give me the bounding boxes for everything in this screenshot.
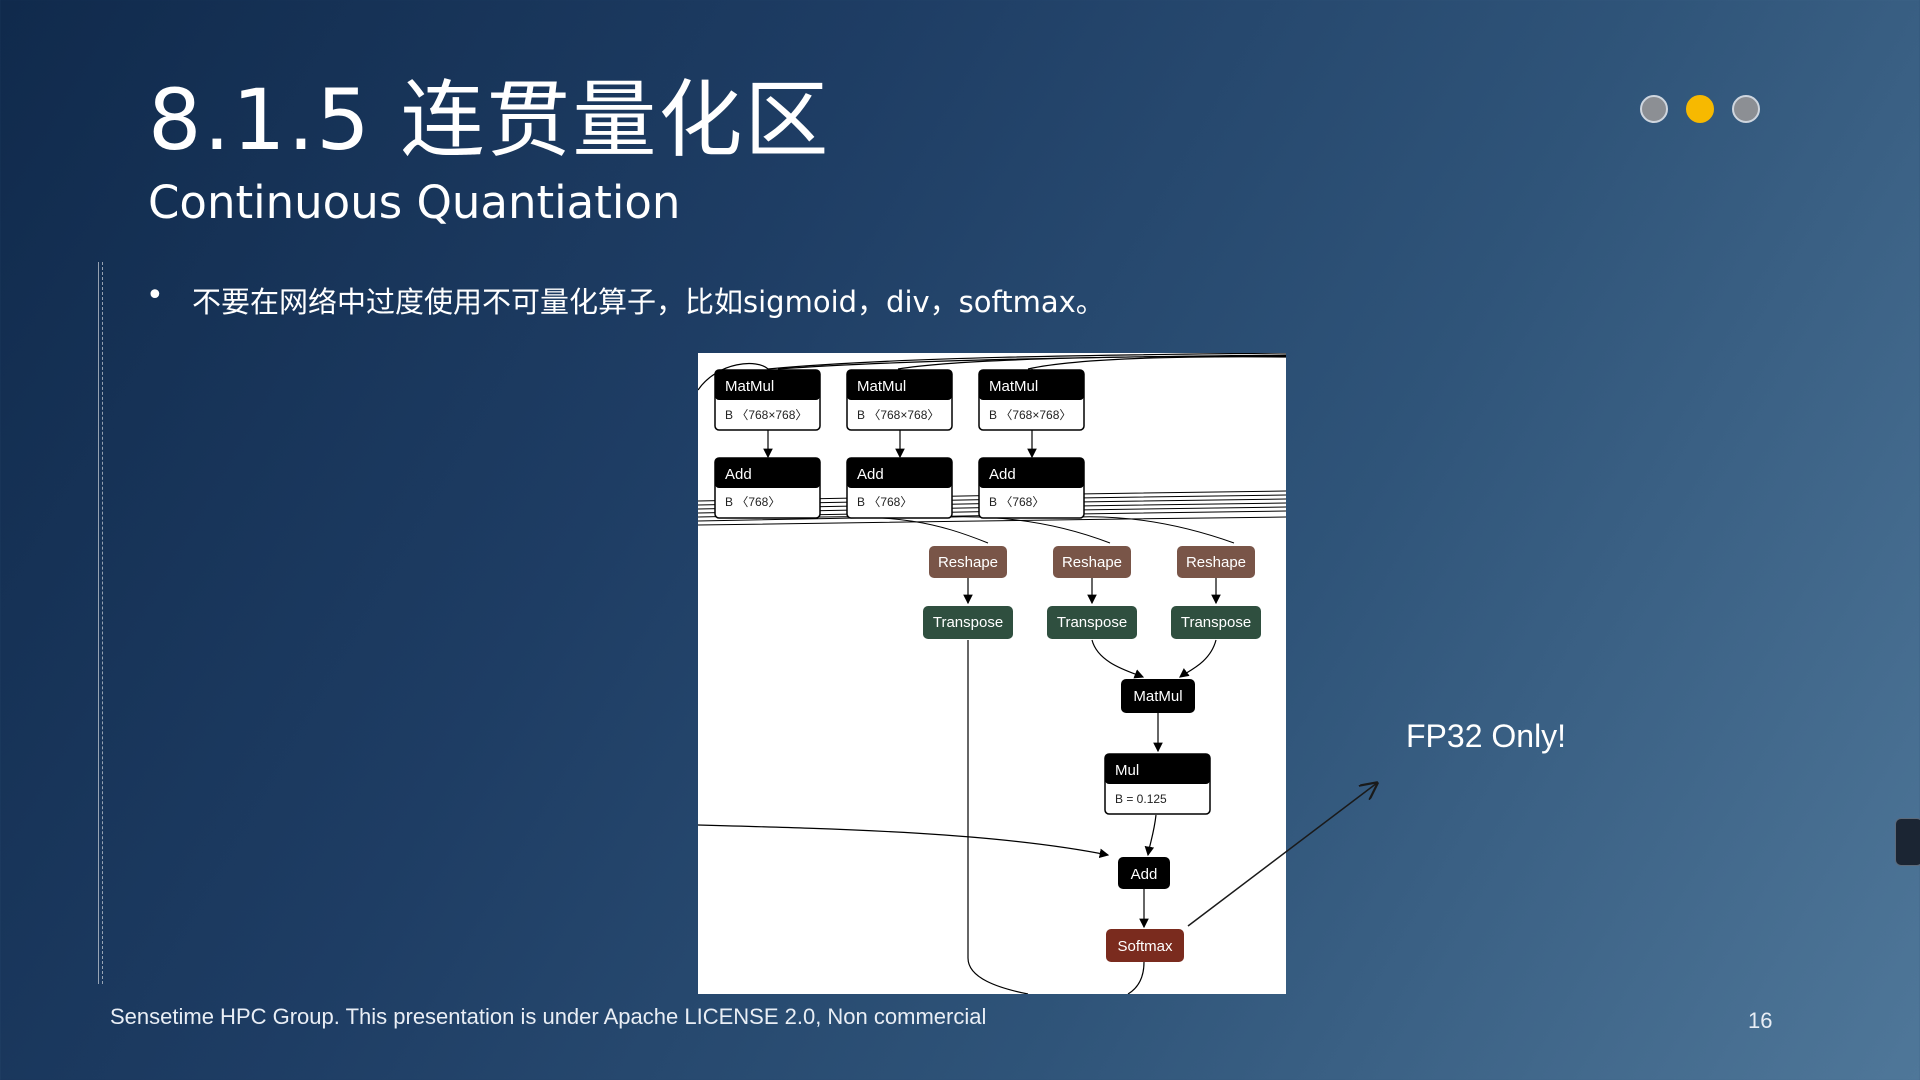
slide-nav-dots	[1640, 95, 1760, 123]
node-param: B 〈768×768〉	[857, 408, 939, 422]
nav-dot-2-active[interactable]	[1686, 95, 1714, 123]
node-transpose-3[interactable]: Transpose	[1171, 606, 1261, 639]
node-label: Reshape	[1062, 554, 1122, 571]
node-label: Mul	[1115, 762, 1139, 779]
node-matmul-2[interactable]: MatMul B 〈768×768〉	[846, 369, 953, 431]
node-reshape-3[interactable]: Reshape	[1177, 546, 1255, 578]
side-panel-handle[interactable]	[1895, 818, 1920, 866]
edge-lines-vertical	[698, 430, 1221, 994]
node-param: B 〈768×768〉	[725, 408, 807, 422]
node-param: B = 0.125	[1115, 792, 1167, 806]
node-matmul-1[interactable]: MatMul B 〈768×768〉	[714, 369, 821, 431]
node-matmul-3[interactable]: MatMul B 〈768×768〉	[978, 369, 1085, 431]
node-label: Transpose	[1181, 614, 1251, 631]
onnx-graph-screenshot: MatMul B 〈768×768〉 MatMul B 〈768×768〉 Ma…	[698, 353, 1286, 994]
node-label: MatMul	[857, 378, 906, 395]
node-label: MatMul	[989, 378, 1038, 395]
node-label: Add	[1131, 866, 1158, 883]
slide-subtitle: Continuous Quantiation	[148, 176, 681, 229]
node-add-3[interactable]: Add B 〈768〉	[978, 457, 1085, 519]
node-label: Add	[725, 466, 752, 483]
node-transpose-1[interactable]: Transpose	[923, 606, 1013, 639]
node-transpose-2[interactable]: Transpose	[1047, 606, 1137, 639]
node-param: B 〈768〉	[989, 495, 1044, 509]
node-label: Transpose	[933, 614, 1003, 631]
node-mul[interactable]: Mul B = 0.125	[1104, 753, 1211, 815]
node-matmul-4[interactable]: MatMul	[1121, 679, 1195, 713]
node-param: B 〈768〉	[857, 495, 912, 509]
edge-lines-top	[698, 353, 1286, 391]
footer-text: Sensetime HPC Group. This presentation i…	[110, 1004, 987, 1029]
node-add-4[interactable]: Add	[1118, 857, 1170, 889]
page-number: 16	[1748, 1008, 1773, 1033]
node-param: B 〈768×768〉	[989, 408, 1071, 422]
node-reshape-1[interactable]: Reshape	[929, 546, 1007, 578]
decorative-vertical-line	[98, 262, 103, 984]
node-label: MatMul	[725, 378, 774, 395]
node-softmax[interactable]: Softmax	[1106, 929, 1184, 962]
node-label: Reshape	[938, 554, 998, 571]
node-param: B 〈768〉	[725, 495, 780, 509]
nav-dot-1[interactable]	[1640, 95, 1668, 123]
node-add-1[interactable]: Add B 〈768〉	[714, 457, 821, 519]
nav-dot-3[interactable]	[1732, 95, 1760, 123]
onnx-graph: MatMul B 〈768×768〉 MatMul B 〈768×768〉 Ma…	[698, 353, 1286, 994]
bullet-marker: •	[146, 278, 164, 313]
node-add-2[interactable]: Add B 〈768〉	[846, 457, 953, 519]
node-label: Reshape	[1186, 554, 1246, 571]
node-label: Add	[989, 466, 1016, 483]
node-label: Softmax	[1117, 938, 1173, 955]
node-label: Add	[857, 466, 884, 483]
bullet-text: 不要在网络中过度使用不可量化算子，比如sigmoid，div，softmax。	[192, 285, 1105, 319]
fp32-annotation: FP32 Only!	[1406, 718, 1567, 754]
slide-title: 8.1.5 连贯量化区	[148, 71, 831, 169]
node-label: Transpose	[1057, 614, 1127, 631]
node-reshape-2[interactable]: Reshape	[1053, 546, 1131, 578]
node-label: MatMul	[1133, 688, 1182, 705]
